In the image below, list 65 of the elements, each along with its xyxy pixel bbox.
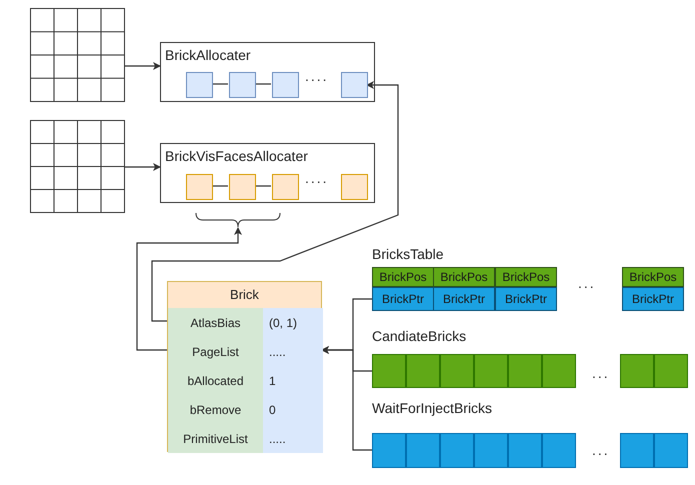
field-value: (0, 1) — [263, 308, 323, 337]
list-block — [272, 72, 299, 98]
array-slot — [542, 433, 576, 468]
pointer-entry: BrickPtr — [433, 287, 495, 311]
panel-title: BrickAllocater — [165, 47, 251, 63]
ellipsis-dots: .... — [305, 68, 329, 84]
array-slot — [372, 433, 406, 468]
array-title: BricksTable — [372, 246, 444, 262]
struct-card — [167, 281, 322, 452]
allocator-panel — [160, 143, 375, 203]
connector-line — [212, 83, 228, 85]
position-entry: BrickPos — [433, 267, 495, 287]
field-name: PrimitiveList — [168, 424, 263, 453]
allocator-panel — [160, 42, 375, 102]
ellipsis-dots: ... — [592, 365, 610, 381]
array-slot — [508, 433, 542, 468]
grid-drawing — [30, 8, 125, 102]
grid-drawing — [30, 120, 125, 213]
field-name: bAllocated — [168, 366, 263, 395]
ellipsis-dots: .... — [305, 170, 329, 186]
arrow — [136, 227, 242, 351]
position-entry: BrickPos — [495, 267, 557, 287]
field-name: PageList — [168, 337, 263, 366]
array-slot — [620, 433, 654, 468]
array-slot — [372, 354, 406, 388]
list-block — [186, 72, 213, 98]
curly-brace — [195, 212, 281, 228]
ellipsis-dots: ... — [578, 275, 596, 291]
position-entry: BrickPos — [372, 267, 434, 287]
list-block — [341, 174, 368, 200]
array-slot — [440, 354, 474, 388]
list-block — [272, 174, 299, 200]
array-slot — [440, 433, 474, 468]
pointer-entry: BrickPtr — [622, 287, 684, 311]
list-block — [186, 174, 213, 200]
ellipsis-dots: ... — [592, 442, 610, 458]
connector-line — [255, 83, 271, 85]
field-name: AtlasBias — [168, 308, 263, 337]
field-value: ..... — [263, 424, 323, 453]
array-title: CandiateBricks — [372, 328, 466, 344]
arrow — [125, 62, 161, 70]
panel-title: BrickVisFacesAllocater — [165, 148, 308, 164]
pointer-entry: BrickPtr — [495, 287, 557, 311]
array-slot — [406, 433, 440, 468]
list-block — [341, 72, 368, 98]
array-slot — [654, 433, 688, 468]
list-block — [229, 174, 256, 200]
arrow — [321, 346, 372, 451]
field-name: bRemove — [168, 395, 263, 424]
arrow — [125, 163, 161, 171]
array-slot — [474, 354, 508, 388]
array-slot — [542, 354, 576, 388]
array-slot — [474, 433, 508, 468]
pointer-entry: BrickPtr — [372, 287, 434, 311]
array-slot — [508, 354, 542, 388]
array-title: WaitForInjectBricks — [372, 400, 492, 416]
array-slot — [406, 354, 440, 388]
array-slot — [620, 354, 654, 388]
list-block — [229, 72, 256, 98]
arrow — [151, 81, 399, 322]
connector-line — [212, 185, 228, 187]
array-slot — [654, 354, 688, 388]
position-entry: BrickPos — [622, 267, 684, 287]
card-header: Brick — [168, 282, 321, 309]
connector-line — [255, 185, 271, 187]
